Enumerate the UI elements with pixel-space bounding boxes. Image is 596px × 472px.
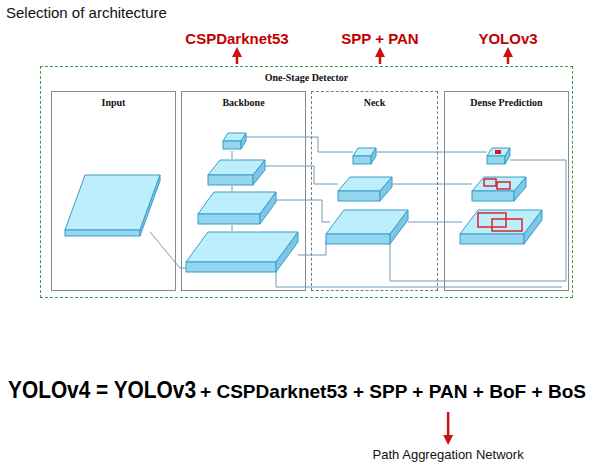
box-heading: Backbone: [219, 97, 267, 108]
pan-note: Path Aggregation Network: [373, 447, 524, 462]
neck-callout: SPP + PAN: [341, 30, 418, 47]
box-heading: Input: [99, 97, 129, 108]
feature-wires: [150, 137, 566, 287]
formula-terms: + CSPDarknet53 + SPP + PAN + BoF + BoS: [200, 381, 586, 403]
backbone-layers: [186, 133, 298, 272]
box-heading: Dense Prediction: [467, 97, 545, 108]
box-heading: One-Stage Detector: [262, 72, 352, 83]
backbone-callout: CSPDarknet53: [185, 30, 288, 47]
stage-box: Neck: [311, 91, 438, 291]
stage-box: Backbone: [181, 91, 306, 291]
head-callout: YOLOv3: [478, 30, 537, 47]
stage-box: Dense Prediction: [444, 91, 569, 291]
box-heading: Neck: [361, 97, 389, 108]
slide-title: Selection of architecture: [6, 4, 167, 21]
neck-layers: [326, 148, 408, 244]
formula-lead: YOLOv4 = YOLOv3: [8, 376, 196, 404]
prediction-layers: [460, 148, 542, 244]
input-image-slab: [65, 175, 160, 236]
stage-box: Input: [51, 91, 176, 291]
detector-region: One-Stage DetectorInput Backbone Neck Dense…: [40, 66, 573, 298]
